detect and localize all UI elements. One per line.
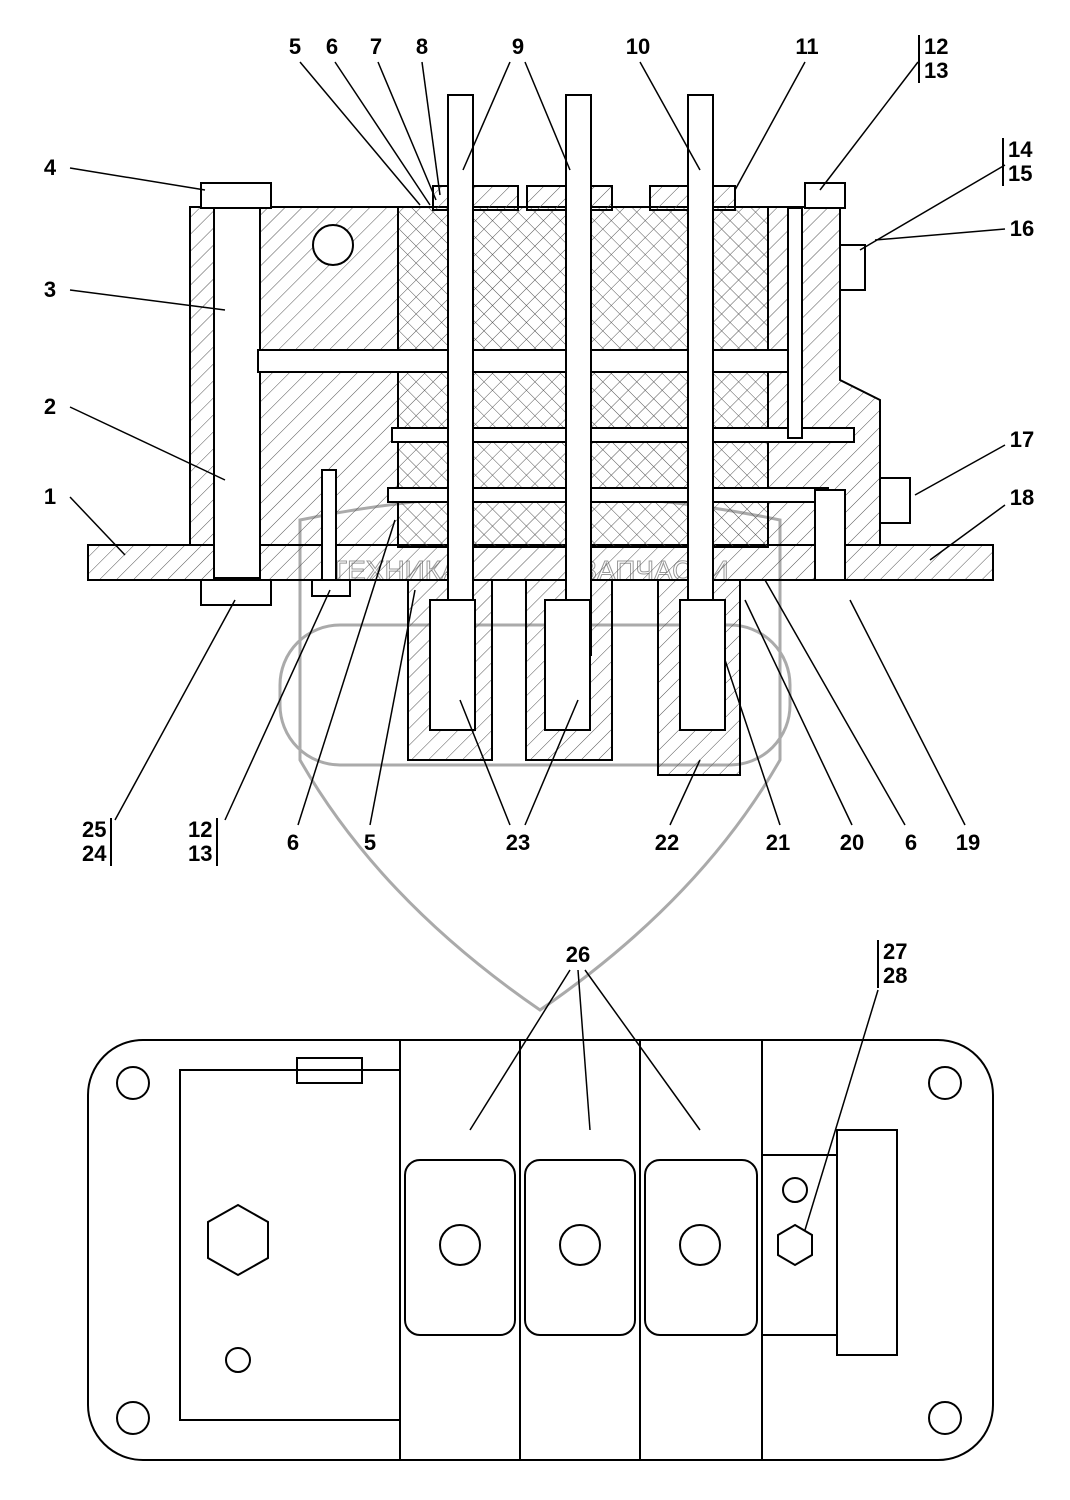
callout-27-28: 27 28 bbox=[877, 940, 907, 988]
callout-27: 27 bbox=[883, 939, 908, 964]
callout-3: 3 bbox=[43, 277, 57, 302]
valve-section-view bbox=[87, 94, 994, 776]
callout-6: 6 bbox=[286, 830, 300, 855]
callout-2: 2 bbox=[43, 394, 57, 419]
callout-24: 24 bbox=[82, 841, 107, 866]
callout-20: 20 bbox=[839, 830, 865, 855]
callout-23: 23 bbox=[505, 830, 531, 855]
callout-16: 16 bbox=[1009, 216, 1035, 241]
callout-22: 22 bbox=[654, 830, 680, 855]
callout-26: 26 bbox=[565, 942, 591, 967]
callout-6: 6 bbox=[325, 34, 339, 59]
callout-6: 6 bbox=[904, 830, 918, 855]
callout-4: 4 bbox=[43, 155, 57, 180]
callout-9: 9 bbox=[511, 34, 525, 59]
callout-1: 1 bbox=[43, 484, 57, 509]
valve-plan-view bbox=[87, 1039, 994, 1461]
callout-14-15: 14 15 bbox=[1002, 138, 1032, 186]
callout-10: 10 bbox=[625, 34, 651, 59]
callout-25-24: 25 24 bbox=[82, 817, 113, 866]
callout-11: 11 bbox=[795, 34, 819, 59]
callout-5: 5 bbox=[288, 34, 302, 59]
callout-13: 13 bbox=[188, 841, 213, 866]
callout-19: 19 bbox=[955, 830, 981, 855]
callout-14: 14 bbox=[1008, 137, 1033, 162]
callout-28: 28 bbox=[883, 963, 908, 988]
callout-5: 5 bbox=[363, 830, 377, 855]
callout-18: 18 bbox=[1009, 485, 1035, 510]
callout-7: 7 bbox=[369, 34, 383, 59]
callout-17: 17 bbox=[1009, 427, 1035, 452]
callout-8: 8 bbox=[415, 34, 429, 59]
callout-25: 25 bbox=[82, 817, 107, 842]
leader-lines bbox=[69, 61, 1006, 1231]
callout-12-13-top: 12 13 bbox=[918, 35, 948, 83]
callout-15: 15 bbox=[1008, 161, 1033, 186]
callout-12: 12 bbox=[924, 34, 949, 59]
callout-21: 21 bbox=[765, 830, 791, 855]
callout-12: 12 bbox=[188, 817, 213, 842]
callout-12-13-bottom: 12 13 bbox=[188, 817, 219, 866]
callout-13: 13 bbox=[924, 58, 949, 83]
